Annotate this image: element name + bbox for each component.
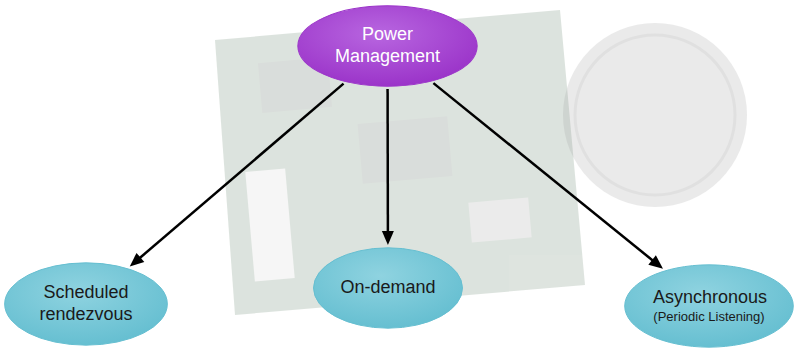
arrowhead — [648, 255, 663, 268]
arrow-connector — [433, 83, 663, 269]
node-label: On-demand — [340, 277, 435, 299]
connector-line — [386, 89, 389, 233]
coin — [563, 23, 747, 207]
node-sublabel: (Periodic Listening) — [653, 309, 764, 325]
arrow-connector — [382, 89, 394, 245]
category-ellipse: Asynchronous(Periodic Listening) — [623, 264, 795, 348]
connector-line — [139, 84, 344, 259]
root-ellipse: Power Management — [296, 5, 479, 87]
arrow-connector — [130, 84, 344, 267]
category-ellipse: On-demand — [312, 247, 464, 329]
node-label: Power Management — [328, 24, 448, 67]
arrowhead — [130, 253, 145, 267]
connector-line — [433, 83, 653, 261]
node-label: Scheduled rendezvous — [32, 282, 140, 325]
arrowhead — [382, 231, 394, 245]
category-ellipse: Scheduled rendezvous — [3, 262, 169, 346]
node-label: Asynchronous — [653, 287, 765, 309]
